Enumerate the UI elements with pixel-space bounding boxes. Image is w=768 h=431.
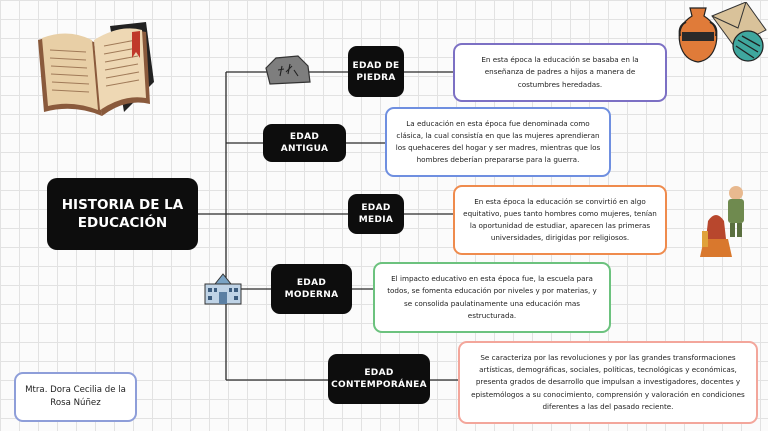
era-description-ancient-age: La educación en esta época fue denominad… [385, 107, 611, 177]
stone-tablet-icon [265, 55, 311, 85]
author-name: Mtra. Dora Cecilia de la Rosa Núñez [14, 372, 137, 422]
era-description-modern-age: El impacto educativo en esta época fue, … [373, 262, 611, 333]
era-description-contemporary-age: Se caracteriza por las revoluciones y po… [458, 341, 758, 424]
era-label-modern-age: EDAD MODERNA [271, 264, 352, 314]
open-book-icon [38, 22, 154, 117]
era-label-ancient-age: EDAD ANTIGUA [263, 124, 346, 162]
school-building-icon [204, 273, 242, 305]
era-label-stone-age: EDAD DE PIEDRA [348, 46, 404, 97]
era-label-middle-ages: EDAD MEDIA [348, 194, 404, 234]
main-title: HISTORIA DE LA EDUCACIÓN [47, 178, 198, 250]
medieval-people-icon [700, 186, 744, 257]
era-description-stone-age: En esta época la educación se basaba en … [453, 43, 667, 102]
era-description-middle-ages: En esta época la educación se convirtió … [453, 185, 667, 255]
era-label-contemporary-age: EDAD CONTEMPORÁNEA [328, 354, 430, 404]
greek-vase-icon [678, 2, 767, 63]
